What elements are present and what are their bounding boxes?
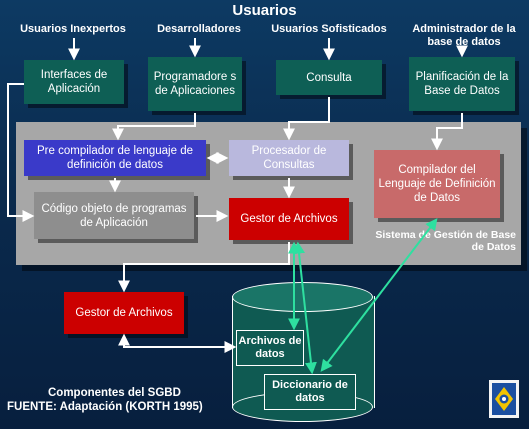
box-gestor-archivos-1: Gestor de Archivos [229,198,349,240]
user-label-inexpertos: Usuarios Inexpertos [20,23,126,35]
box-diccionario-datos: Diccionario de datos [264,374,356,410]
footer-title: Componentes del SGBD [48,387,181,399]
institution-logo [489,380,519,418]
box-precompilador: Pre compilador de lenguaje de definición… [24,140,206,176]
system-label: Sistema de Gestión de Base de Datos [375,229,516,253]
footer-source: FUENTE: Adaptación (KORTH 1995) [7,401,203,413]
box-gestor-archivos-2: Gestor de Archivos [64,292,184,334]
diagram-title: Usuarios [232,2,297,19]
box-procesador-consultas: Procesador de Consultas [229,140,349,176]
box-archivos-datos: Archivos de datos [236,330,304,366]
logo-emblem-icon [492,383,516,415]
user-label-sofisticados: Usuarios Sofisticados [271,23,387,35]
box-planificacion: Planificación de la Base de Datos [409,57,515,111]
box-interfaces-aplicacion: Interfaces de Aplicación [24,60,124,104]
box-compilador-ddl: Compilador del Lenguaje de Definición de… [374,150,500,218]
storage-cylinder-top [232,282,373,312]
box-programadores: Programadore s de Aplicaciones [148,57,242,111]
arrow-gestor2-archivos [118,333,237,353]
box-codigo-objeto: Código objeto de programas de Aplicación [34,192,194,239]
user-label-desarrolladores: Desarrolladores [157,23,241,35]
user-label-admin: Administrador de la base de datos [412,23,516,48]
box-consulta: Consulta [276,60,382,95]
